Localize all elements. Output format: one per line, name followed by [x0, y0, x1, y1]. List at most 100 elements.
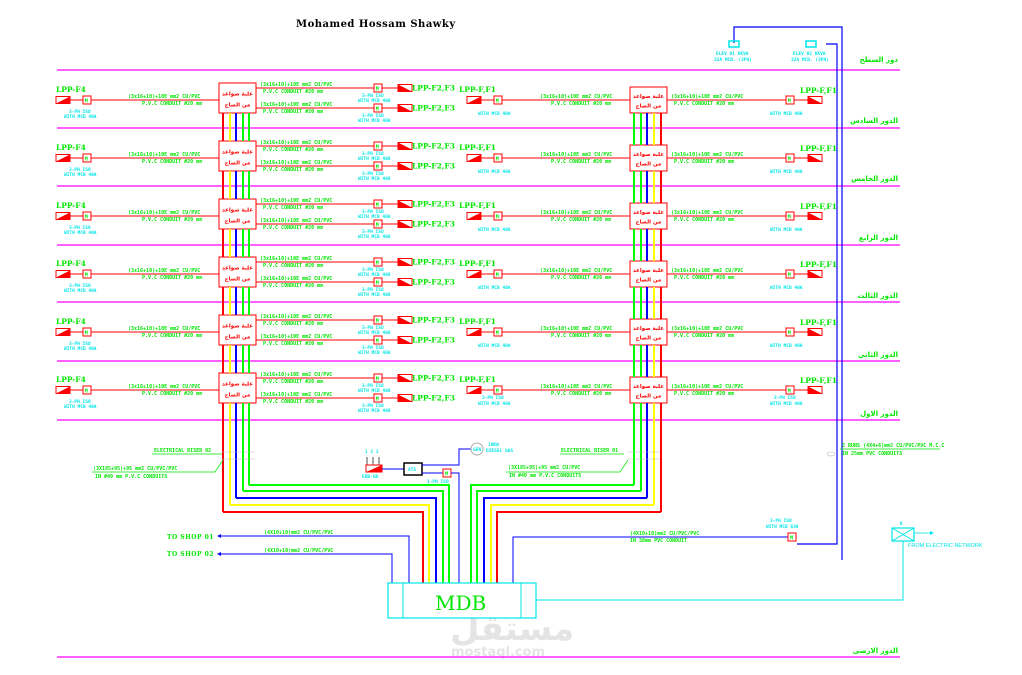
branch-conduit: P.V.C CONDUIT #20 mm: [263, 205, 323, 211]
generator-icon: [470, 442, 484, 456]
floor-label: الدور الارضى: [853, 647, 898, 655]
breaker-symbol: M: [85, 389, 88, 395]
breaker-symbol: M: [788, 389, 791, 395]
feeder-cable: (3x16+10)+10E mm2 CU/PVC: [128, 326, 200, 332]
shop-02-cable: (4X10+10)mm2 CU/PVC/PVC: [264, 548, 333, 554]
feeder-cable: (3x16+10)+10E mm2 CU/PVC: [128, 210, 200, 216]
breaker-type: 3-PH ISO: [362, 151, 384, 157]
lpp-right-label: LPP-F2,F3: [412, 200, 455, 209]
feeder-conduit: P.V.C CONDUIT #20 mm: [674, 391, 734, 397]
breaker-rating: WITH MCB 40A: [478, 227, 511, 233]
breaker-symbol: M: [376, 319, 379, 325]
breaker-rating: WITH MCB 40A: [358, 388, 391, 394]
breaker-type: 3-PH ISO: [69, 167, 91, 173]
breaker-rating: WITH MCB 40A: [478, 401, 511, 407]
breaker-symbol: M: [496, 215, 499, 221]
lpp-right-label: LPP-F,F1: [800, 86, 837, 95]
breaker-symbol: M: [788, 215, 791, 221]
breaker-rating: WITH MCB 40A: [770, 343, 803, 349]
riser-junction-box: [218, 314, 257, 346]
breaker-symbol: M: [376, 377, 379, 383]
generator-rating: 10KW: [488, 442, 499, 448]
bus-conductor: [496, 511, 661, 583]
breaker-rating: WITH MCB 40A: [478, 343, 511, 349]
riser-junction-box: [218, 198, 257, 230]
lpp-left-label: LPP-F,F1: [459, 201, 496, 210]
branch-conduit: P.V.C CONDUIT #20 mm: [263, 283, 323, 289]
lpp-left-label: LPP-F,F1: [459, 85, 496, 94]
branch-conduit: P.V.C CONDUIT #20 mm: [263, 89, 323, 95]
shop-01-label: TO SHOP 01: [167, 534, 214, 541]
breaker-type: 3-PH ISO: [69, 225, 91, 231]
breaker-rating: WITH MCB 40A: [358, 176, 391, 182]
elevator-01-icon: [728, 40, 740, 48]
junction-box-label: علبة صواعد: [633, 384, 664, 390]
branch-conduit: P.V.C CONDUIT #20 mm: [263, 379, 323, 385]
breaker-rating: WITH MCB 40A: [64, 230, 97, 236]
breaker-rating: WITH MCB 40A: [770, 111, 803, 117]
breaker-symbol: M: [788, 99, 791, 105]
bus-conductor: [476, 490, 641, 583]
breaker-symbol: M: [496, 273, 499, 279]
lpp-right-label: LPP-F2,F3: [412, 104, 455, 113]
mcc-callout: 2 RUNS (4X4+6)mm2 CU/PVC/PVC M.C.C IN 25…: [826, 443, 944, 457]
incomer-breaker-symbol: M: [790, 536, 793, 542]
breaker-symbol: M: [376, 203, 379, 209]
electric-network: K FROM ELECTRIC NETWORK: [536, 521, 983, 601]
breaker-symbol: M: [376, 223, 379, 229]
floor-label: الدور الثانى: [858, 351, 898, 359]
elevator-02-breaker: 32A MCB. (3PH): [791, 57, 829, 63]
breaker-rating: WITH MCB 40A: [770, 401, 803, 407]
breaker-rating: WITH MCB 40A: [358, 118, 391, 124]
feeder-conduit: P.V.C CONDUIT #20 mm: [142, 217, 202, 223]
riser-01-callout: ELECTRICAL RISER 01 (3X185+95)+95 mm2 CU…: [506, 448, 660, 479]
breaker-symbol: M: [85, 273, 88, 279]
branch-cable: (3x16+10)+10E mm2 CU/PVC: [260, 256, 332, 262]
feeder-conduit: P.V.C CONDUIT #20 mm: [142, 159, 202, 165]
junction-box-label: علبة صواعد: [633, 326, 664, 332]
lpp-left-label: LPP-F,F1: [459, 259, 496, 268]
junction-box-label: علبة صواعد: [633, 210, 664, 216]
elevator-02-rating: ELEV 02 6KVA: [793, 51, 826, 57]
bus-conductor: [236, 497, 437, 583]
floor-label: الدور الخامس: [851, 175, 898, 183]
drawing-title: Mohamed Hossam Shawky: [296, 19, 456, 30]
feeder-cable: (3x16+10)+10E mm2 CU/PVC: [128, 384, 200, 390]
branch-cable: (3x16+10)+10E mm2 CU/PVC: [260, 160, 332, 166]
breaker-type: 3-PH ISO: [69, 109, 91, 115]
junction-box-label: من الصاج: [225, 392, 251, 398]
junction-box-label: علبة صواعد: [222, 150, 253, 156]
breaker-symbol: M: [496, 389, 499, 395]
breaker-symbol: M: [376, 397, 379, 403]
lpp-right-label: LPP-F,F1: [800, 318, 837, 327]
feeder-conduit: P.V.C CONDUIT #20 mm: [674, 275, 734, 281]
lpp-right-label: LPP-F2,F3: [412, 258, 455, 267]
incomer-feeder: M 3-PH ISO WITH MCB 63A (4X10+10)mm2 CU/…: [512, 518, 799, 583]
generator-section: 1 2 3 EDB-GR ATS GEN 10KW DIESEL GAS M 1…: [362, 442, 513, 583]
branch-cable: (3x16+10)+10E mm2 CU/PVC: [260, 82, 332, 88]
breaker-type: 3-PH ISO: [482, 395, 504, 401]
breaker-type: 3-PH ISO: [69, 399, 91, 405]
breaker-rating: WITH MCB 40A: [358, 408, 391, 414]
shop-01-feeder: TO SHOP 01 (4X10+10)mm2 CU/PVC/PVC: [167, 530, 410, 583]
feeder-conduit: P.V.C CONDUIT #20 mm: [142, 391, 202, 397]
elevator-01-rating: ELEV 01 6KVA: [716, 51, 749, 57]
breaker-type: 3-PH ISO: [362, 113, 384, 119]
feeder-cable: (3x16+10)+10E mm2 CU/PVC: [540, 94, 612, 100]
gen-breaker-symbol: M: [445, 472, 448, 478]
feeder-conduit: P.V.C CONDUIT #20 mm: [674, 333, 734, 339]
branch-cable: (3x16+10)+10E mm2 CU/PVC: [260, 140, 332, 146]
branch-cable: (3x16+10)+10E mm2 CU/PVC: [260, 392, 332, 398]
riser-junction-box: [218, 82, 257, 114]
junction-box-label: علبة صواعد: [633, 152, 664, 158]
floor-label: الدور الاول: [860, 410, 898, 418]
elevator-feeders: ELEV 01 6KVA 32A MCB. (3PH) ELEV 02 6KVA…: [714, 26, 843, 560]
shop-feeders: TO SHOP 01 (4X10+10)mm2 CU/PVC/PVC TO SH…: [167, 530, 410, 583]
branch-conduit: P.V.C CONDUIT #20 mm: [263, 341, 323, 347]
floor-label: الدور الرابع: [859, 234, 898, 242]
lpp-right-label: LPP-F,F1: [800, 260, 837, 269]
edb-gr-label: EDB-GR: [362, 474, 379, 480]
elevator-01: ELEV 01 6KVA 32A MCB. (3PH): [714, 40, 752, 63]
riser-01-cable: (3X185+95)+95 mm2 CU/PVC: [508, 465, 580, 471]
